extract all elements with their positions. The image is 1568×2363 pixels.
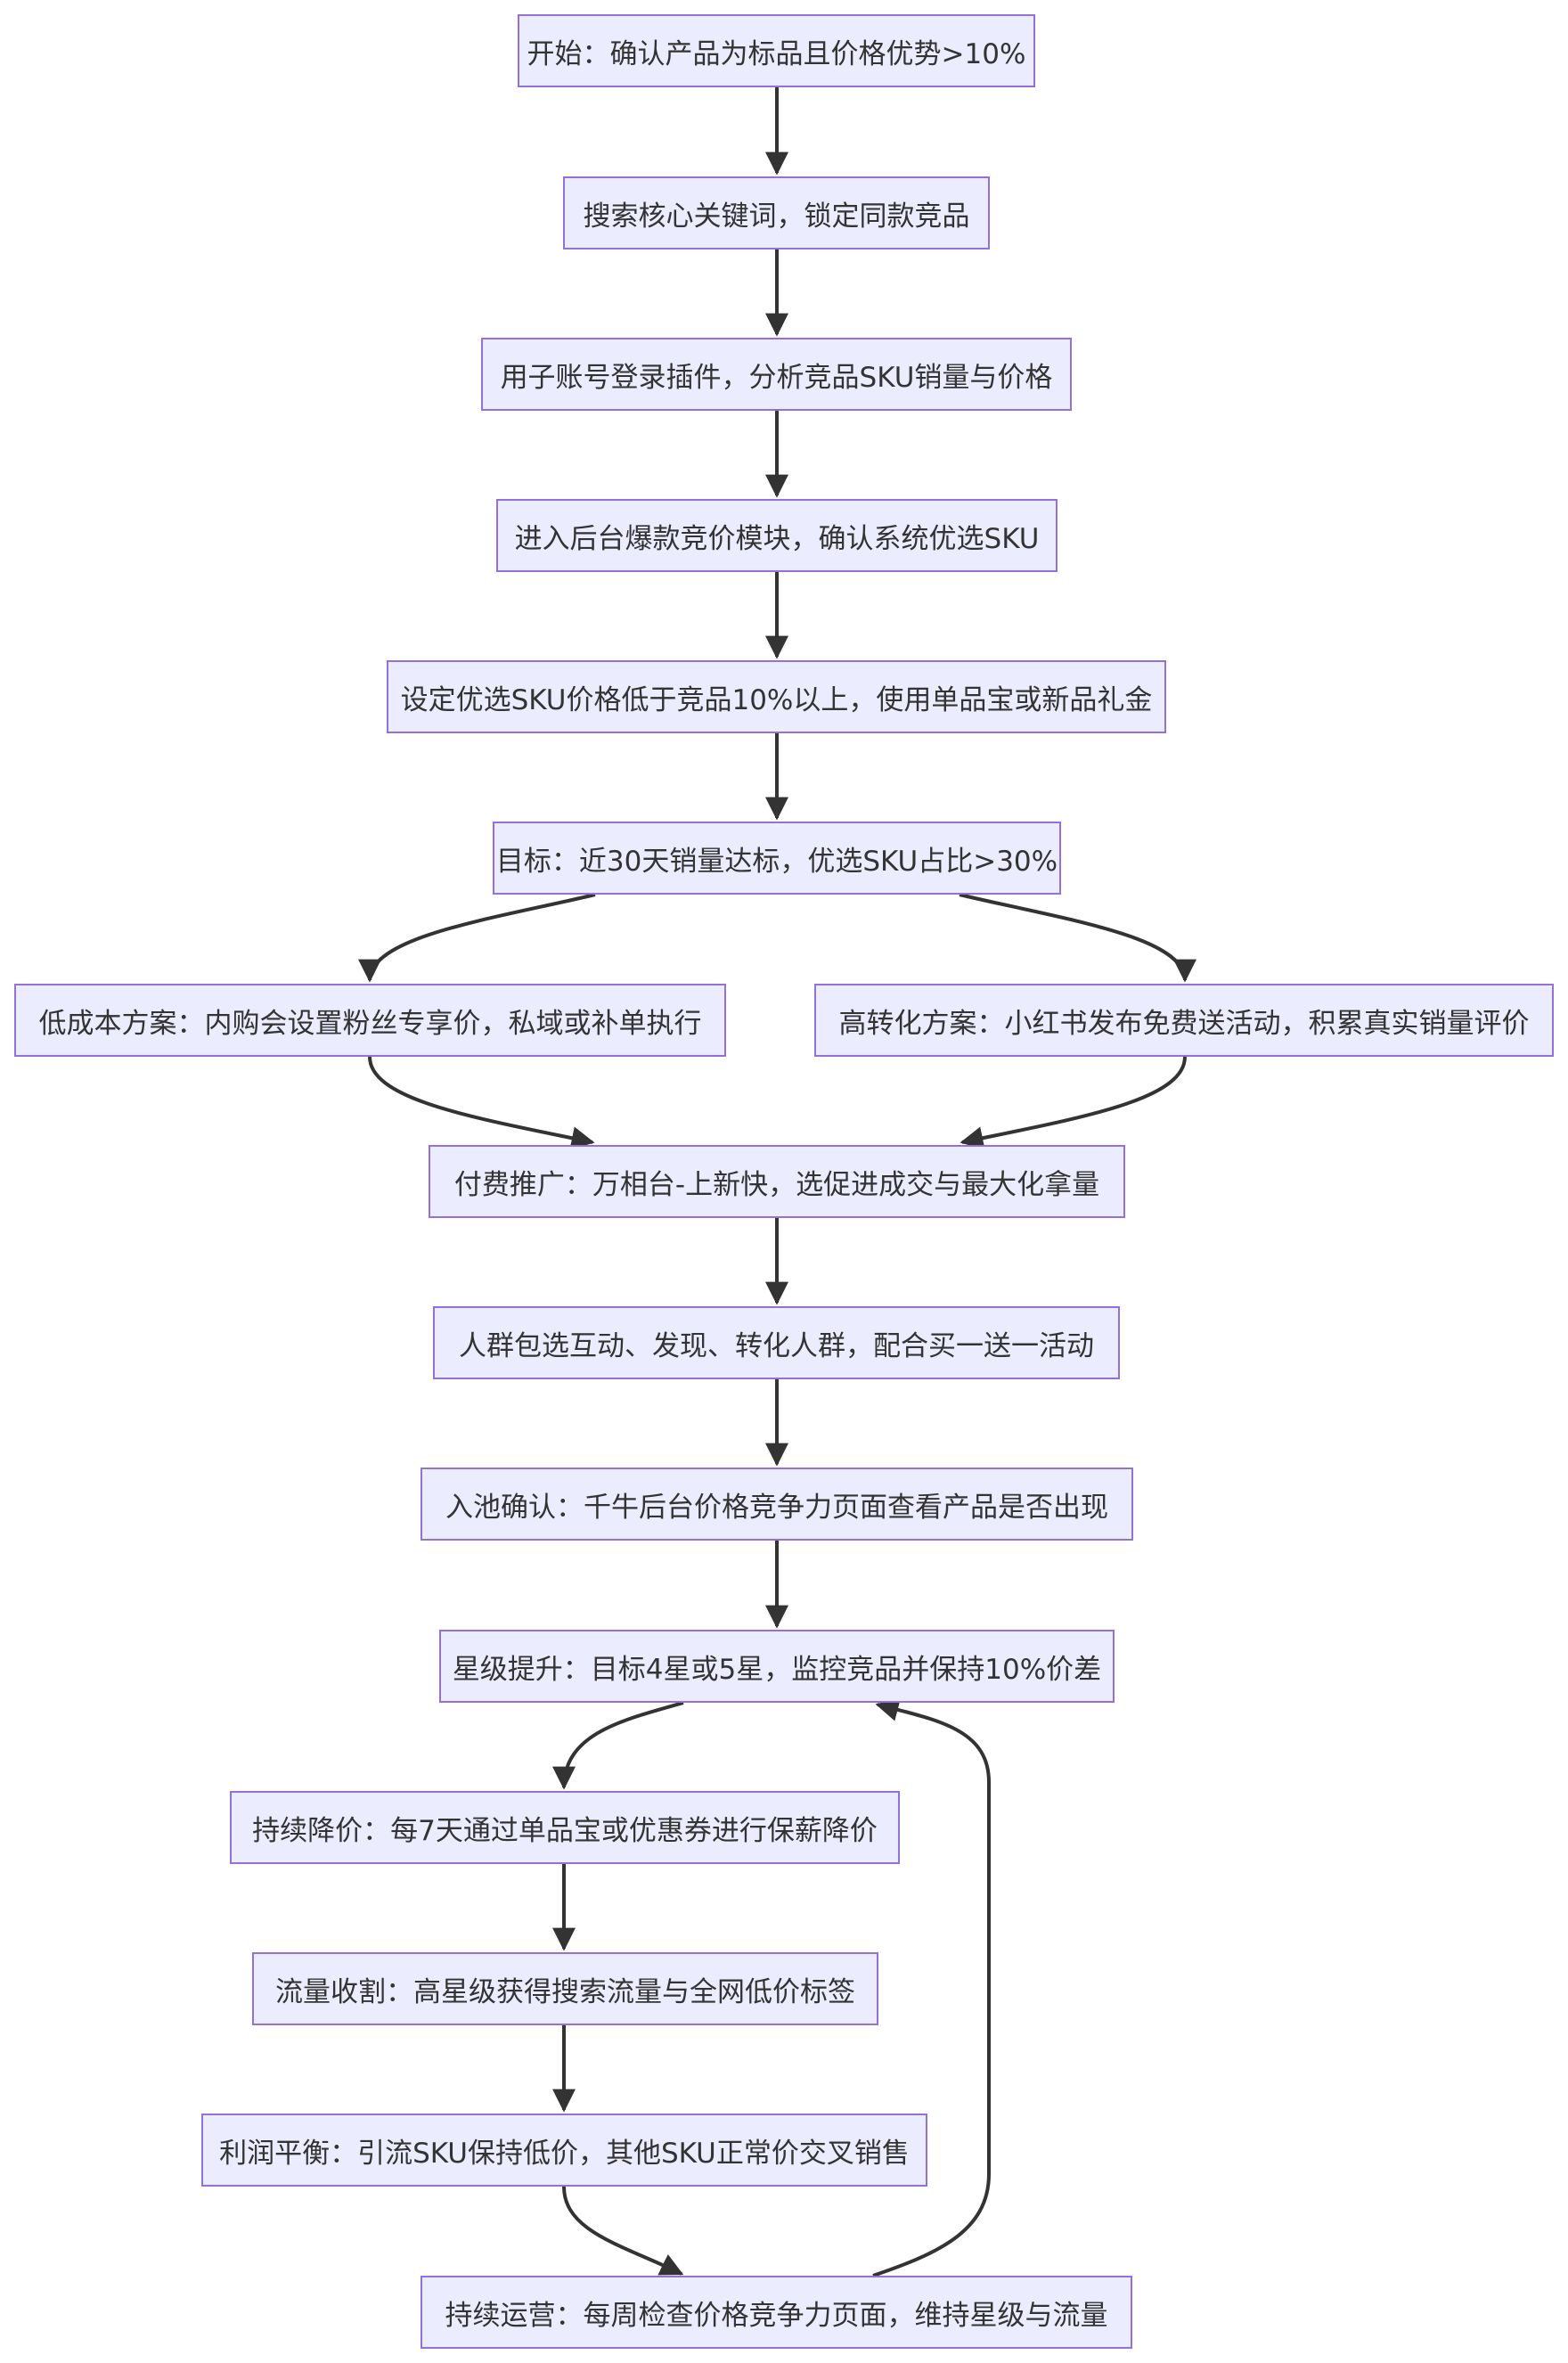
node-high-conversion-plan: 高转化方案：小红书发布免费送活动，积累真实销量评价 <box>814 984 1554 1057</box>
node-continuous-price-cut: 持续降价：每7天通过单品宝或优惠券进行保薪降价 <box>230 1791 900 1864</box>
node-pool-confirm: 入池确认：千牛后台价格竞争力页面查看产品是否出现 <box>421 1468 1133 1541</box>
edge-n8-n9 <box>960 1056 1187 1149</box>
node-continuous-operation: 持续运营：每周检查价格竞争力页面，维持星级与流量 <box>421 2276 1132 2349</box>
node-bidding-module: 进入后台爆款竞价模块，确认系统优选SKU <box>496 499 1058 572</box>
edge-n16-n12 <box>872 1698 991 2277</box>
node-audience-packs: 人群包选互动、发现、转化人群，配合买一送一活动 <box>433 1306 1120 1379</box>
node-low-cost-plan: 低成本方案：内购会设置粉丝专享价，私域或补单执行 <box>14 984 726 1057</box>
node-paid-promotion: 付费推广：万相台-上新快，选促进成交与最大化拿量 <box>429 1145 1125 1218</box>
edge-n6-n8 <box>959 893 1196 983</box>
node-star-rating: 星级提升：目标4星或5星，监控竞品并保持10%价差 <box>439 1630 1115 1703</box>
node-profit-balance: 利润平衡：引流SKU保持低价，其他SKU正常价交叉销售 <box>201 2114 927 2187</box>
edge-n7-n9 <box>368 1056 595 1149</box>
node-set-price: 设定优选SKU价格低于竞品10%以上，使用单品宝或新品礼金 <box>387 660 1166 733</box>
edge-n15-n16 <box>562 2186 684 2276</box>
node-plugin-analysis: 用子账号登录插件，分析竞品SKU销量与价格 <box>481 338 1072 411</box>
node-search-keywords: 搜索核心关键词，锁定同款竞品 <box>563 176 990 249</box>
edge-n6-n7 <box>358 893 596 983</box>
node-sales-target: 目标：近30天销量达标，优选SKU占比>30% <box>493 822 1061 895</box>
node-start: 开始：确认产品为标品且价格优势>10% <box>518 14 1035 87</box>
node-traffic-harvest: 流量收割：高星级获得搜索流量与全网低价标签 <box>252 1952 878 2025</box>
edge-n12-n13 <box>552 1701 684 1790</box>
